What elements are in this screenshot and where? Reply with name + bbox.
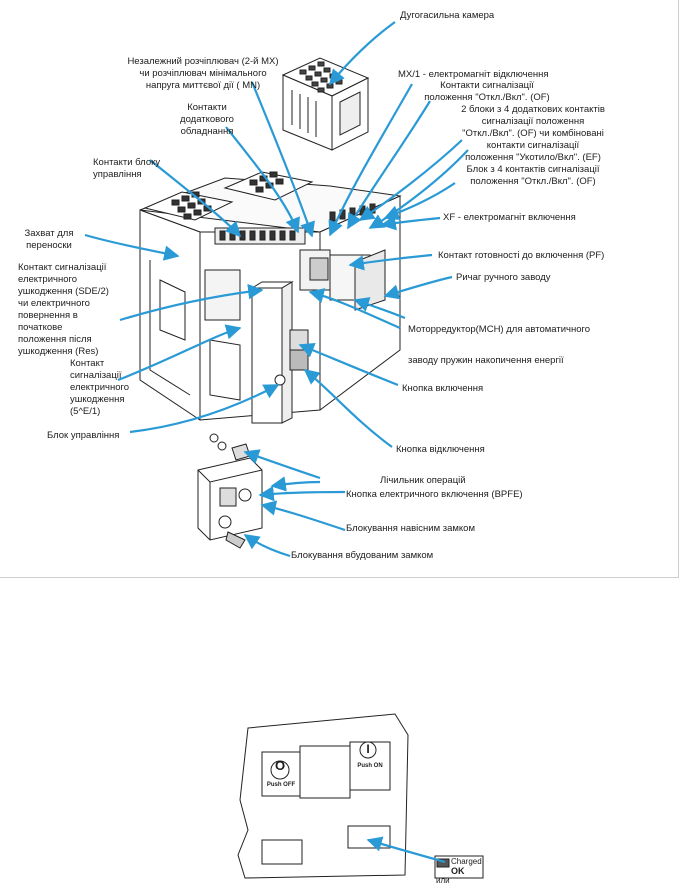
charged-text: Charged: [451, 857, 482, 866]
push-off-symbol: O: [274, 758, 286, 773]
label-control-block: Блок управління: [47, 430, 120, 441]
push-on-symbol: I: [366, 742, 370, 756]
leader-arrows: [84, 21, 469, 558]
label-mch-2: заводу пружин накопичення енергії: [408, 355, 564, 366]
label-padlock: Блокування навісним замком: [346, 523, 475, 534]
label-manual-lever: Ричаг ручного заводу: [456, 272, 551, 283]
label-sde2: Контакт сигналізації електричного ушкодж…: [18, 262, 109, 357]
front-panel-drawing: [237, 713, 484, 879]
push-on-text: Push ON: [357, 763, 383, 769]
label-mch-1: Моторредуктор(MCH) для автоматичного: [408, 324, 591, 335]
label-arc-chamber: Дугогасильна камера: [400, 10, 495, 21]
label-bpfe: Кнопка електричного включення (BPFE): [346, 489, 523, 500]
label-mx1: MX/1 - електромагніт відключення: [398, 69, 549, 80]
label-control-contacts: Контакти блоку управління: [93, 157, 161, 180]
label-carry-handle: Захват для переноски: [24, 228, 74, 251]
label-sde1: Контакт сигналізації електричного ушкодж…: [70, 358, 130, 417]
label-xf: XF - електромагніт включення: [443, 212, 576, 223]
or-text: или: [436, 876, 450, 885]
label-shunt-release: Незалежний розчіплювач (2-й MX) чи розчі…: [127, 56, 279, 91]
push-on-button[interactable]: [349, 741, 391, 791]
label-close-button: Кнопка включення: [402, 383, 484, 394]
push-off-text: Push OFF: [266, 782, 296, 788]
label-of-contacts: Контакти сигналізації положення "Откл./В…: [424, 80, 550, 103]
label-counter: Лічильник операцій: [380, 475, 466, 486]
control-plate-drawing: [197, 433, 263, 549]
breaker-body-drawing: [139, 171, 402, 424]
label-aux-contacts: Контакти додаткового обладнання: [180, 102, 234, 137]
ok-text: OK: [451, 866, 465, 876]
label-pf: Контакт готовності до включення (PF): [438, 250, 605, 261]
label-open-button: Кнопка відключення: [396, 444, 485, 455]
label-builtin-lock: Блокування вбудованим замком: [291, 550, 434, 561]
arc-chamber-drawing: [281, 57, 370, 151]
label-blocks-4: 2 блоки з 4 додаткових контактів сигналі…: [461, 104, 605, 187]
charged-indicator-arrow: [366, 836, 446, 864]
